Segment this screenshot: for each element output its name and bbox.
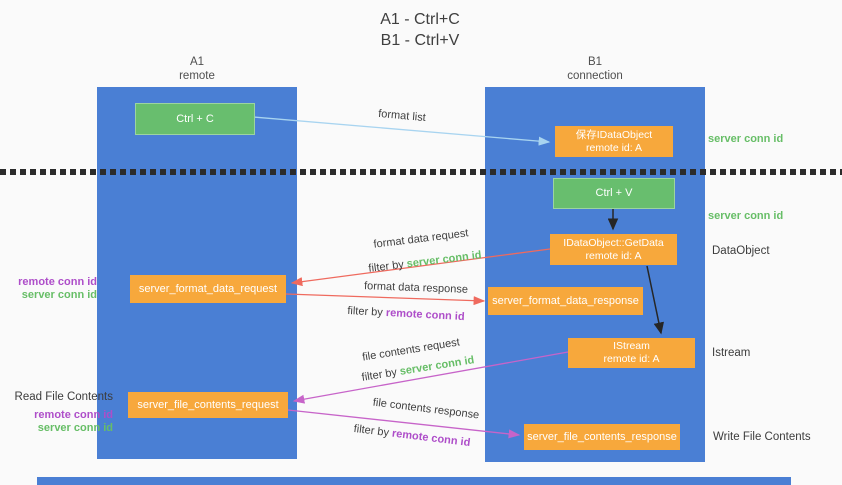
- server-format-data-request-label: server_format_data_request: [138, 282, 278, 295]
- getdata-box: IDataObject::GetData remote id: A: [550, 234, 677, 265]
- arrow-file-contents-request: [292, 351, 569, 404]
- lane-b1-name: B1: [587, 56, 603, 68]
- filter-by-text: filter by: [347, 304, 387, 319]
- istream-line2: remote id: A: [603, 353, 660, 365]
- lane-b1-subtitle: connection: [567, 70, 623, 82]
- server-format-data-response-label: server_format_data_response: [492, 294, 639, 307]
- lane-header-b1: B1 connection: [535, 55, 655, 83]
- save-idataobject-line2: remote id: A: [585, 141, 643, 154]
- arrow-getdata-to-istream: [646, 265, 664, 335]
- arrow-format-data-response: [285, 293, 486, 306]
- arrow-format-data-request: [290, 248, 551, 287]
- phase-divider-line: [0, 169, 842, 175]
- getdata-line2: remote id: A: [585, 249, 642, 262]
- lane-a1-subtitle: remote: [179, 70, 215, 82]
- save-idataobject-box: 保存IDataObject remote id: A: [555, 126, 673, 157]
- write-file-contents-label: Write File Contents: [713, 431, 811, 443]
- left-conn-id-block-1: remote conn id server conn id: [0, 276, 97, 302]
- istream-line1: IStream: [613, 340, 650, 352]
- arrow-file-contents-response: [287, 409, 521, 439]
- ctrl-c-label: Ctrl + C: [176, 112, 214, 125]
- bottom-partial-bar: [37, 477, 791, 485]
- server-conn-id-label-1: server conn id: [21, 289, 97, 301]
- server-conn-id-label-2: server conn id: [37, 422, 113, 434]
- arrow-format-list: [252, 116, 551, 146]
- server-file-contents-request-label: server_file_contents_request: [137, 398, 279, 411]
- title-line-a1: A1 - Ctrl+C: [380, 11, 460, 28]
- getdata-line1: IDataObject::GetData: [563, 236, 664, 249]
- istream-side-label: Istream: [712, 347, 751, 359]
- read-file-contents-label: Read File Contents: [14, 391, 113, 403]
- server-conn-id-label-mid: server conn id: [708, 210, 784, 222]
- istream-box: IStream remote id: A: [568, 338, 695, 368]
- title-line-b1: B1 - Ctrl+V: [380, 32, 460, 49]
- server-format-data-request-box: server_format_data_request: [130, 275, 286, 303]
- lane-a1-name: A1: [189, 56, 205, 68]
- server-file-contents-response-label: server_file_contents_response: [527, 430, 677, 443]
- server-file-contents-response-box: server_file_contents_response: [524, 424, 680, 450]
- remote-conn-id-label-1: remote conn id: [18, 276, 97, 288]
- diagram-title: A1 - Ctrl+C B1 - Ctrl+V: [320, 9, 520, 51]
- lane-header-a1: A1 remote: [137, 55, 257, 83]
- save-idataobject-line1: 保存IDataObject: [575, 128, 653, 141]
- server-conn-id-label-top: server conn id: [708, 133, 784, 145]
- ctrl-v-label: Ctrl + V: [595, 187, 633, 199]
- dataobject-label: DataObject: [712, 245, 770, 257]
- ctrl-c-box: Ctrl + C: [135, 103, 255, 135]
- ctrl-v-box: Ctrl + V: [553, 178, 675, 209]
- left-conn-id-block-2: Read File Contents remote conn id server…: [0, 391, 113, 435]
- server-format-data-response-box: server_format_data_response: [488, 287, 643, 315]
- remote-conn-id-label-2: remote conn id: [34, 409, 113, 421]
- server-file-contents-request-box: server_file_contents_request: [128, 392, 288, 418]
